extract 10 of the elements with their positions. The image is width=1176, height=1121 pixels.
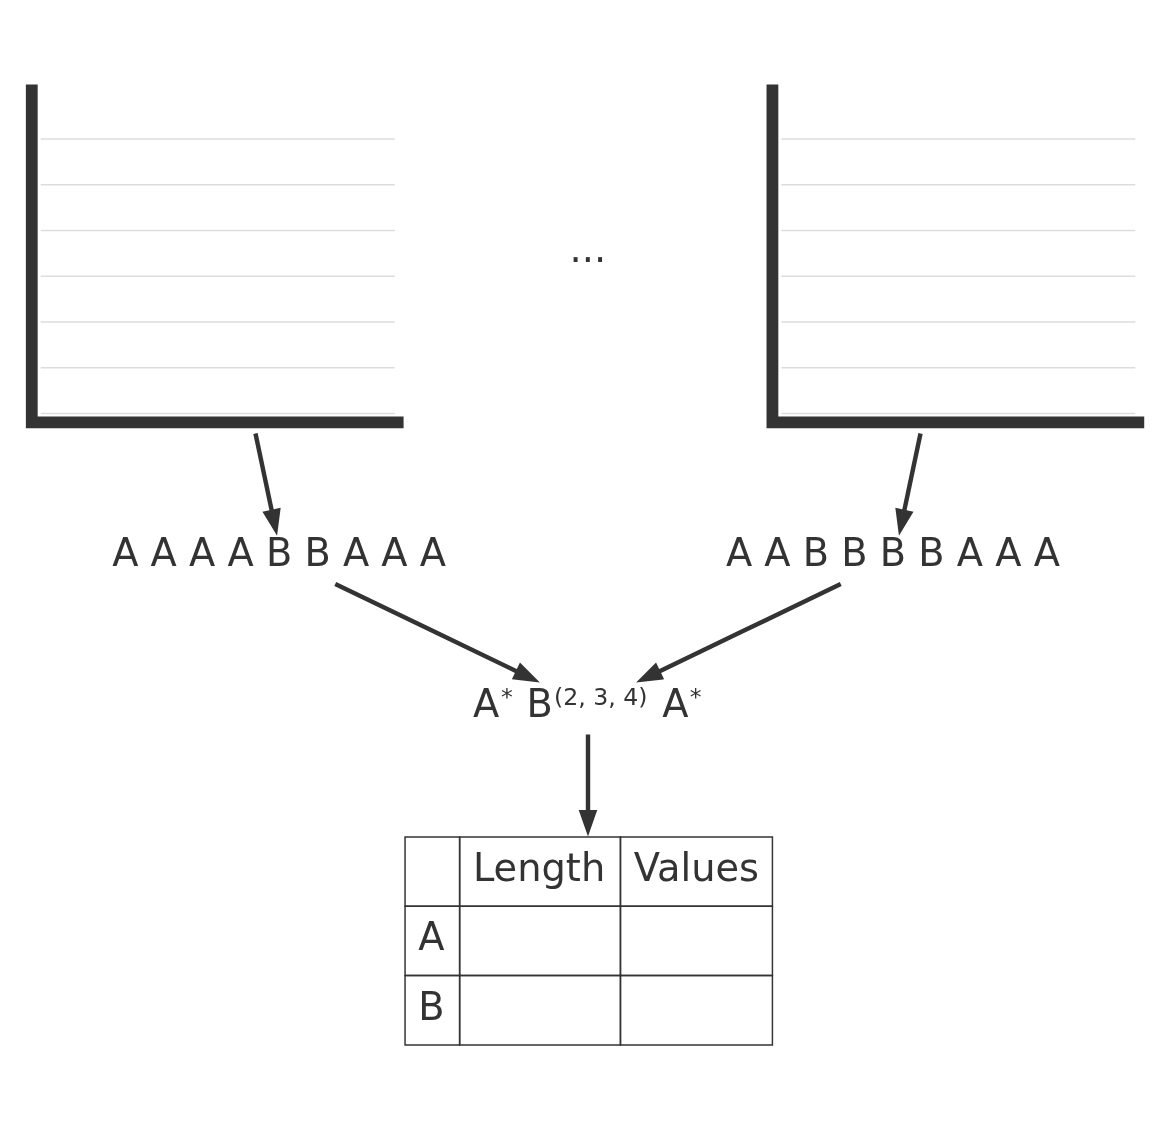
label: ... — [569, 225, 607, 271]
arrow — [895, 432, 923, 536]
arrow — [334, 581, 540, 682]
arrow — [636, 581, 842, 682]
arrow — [578, 734, 598, 837]
arrow — [253, 432, 281, 536]
node-text: A A A A B B A A A — [112, 529, 447, 575]
node-picture — [766, 83, 1145, 428]
node-picture — [25, 83, 404, 428]
node-text: A A B B B B A A A — [725, 529, 1060, 575]
